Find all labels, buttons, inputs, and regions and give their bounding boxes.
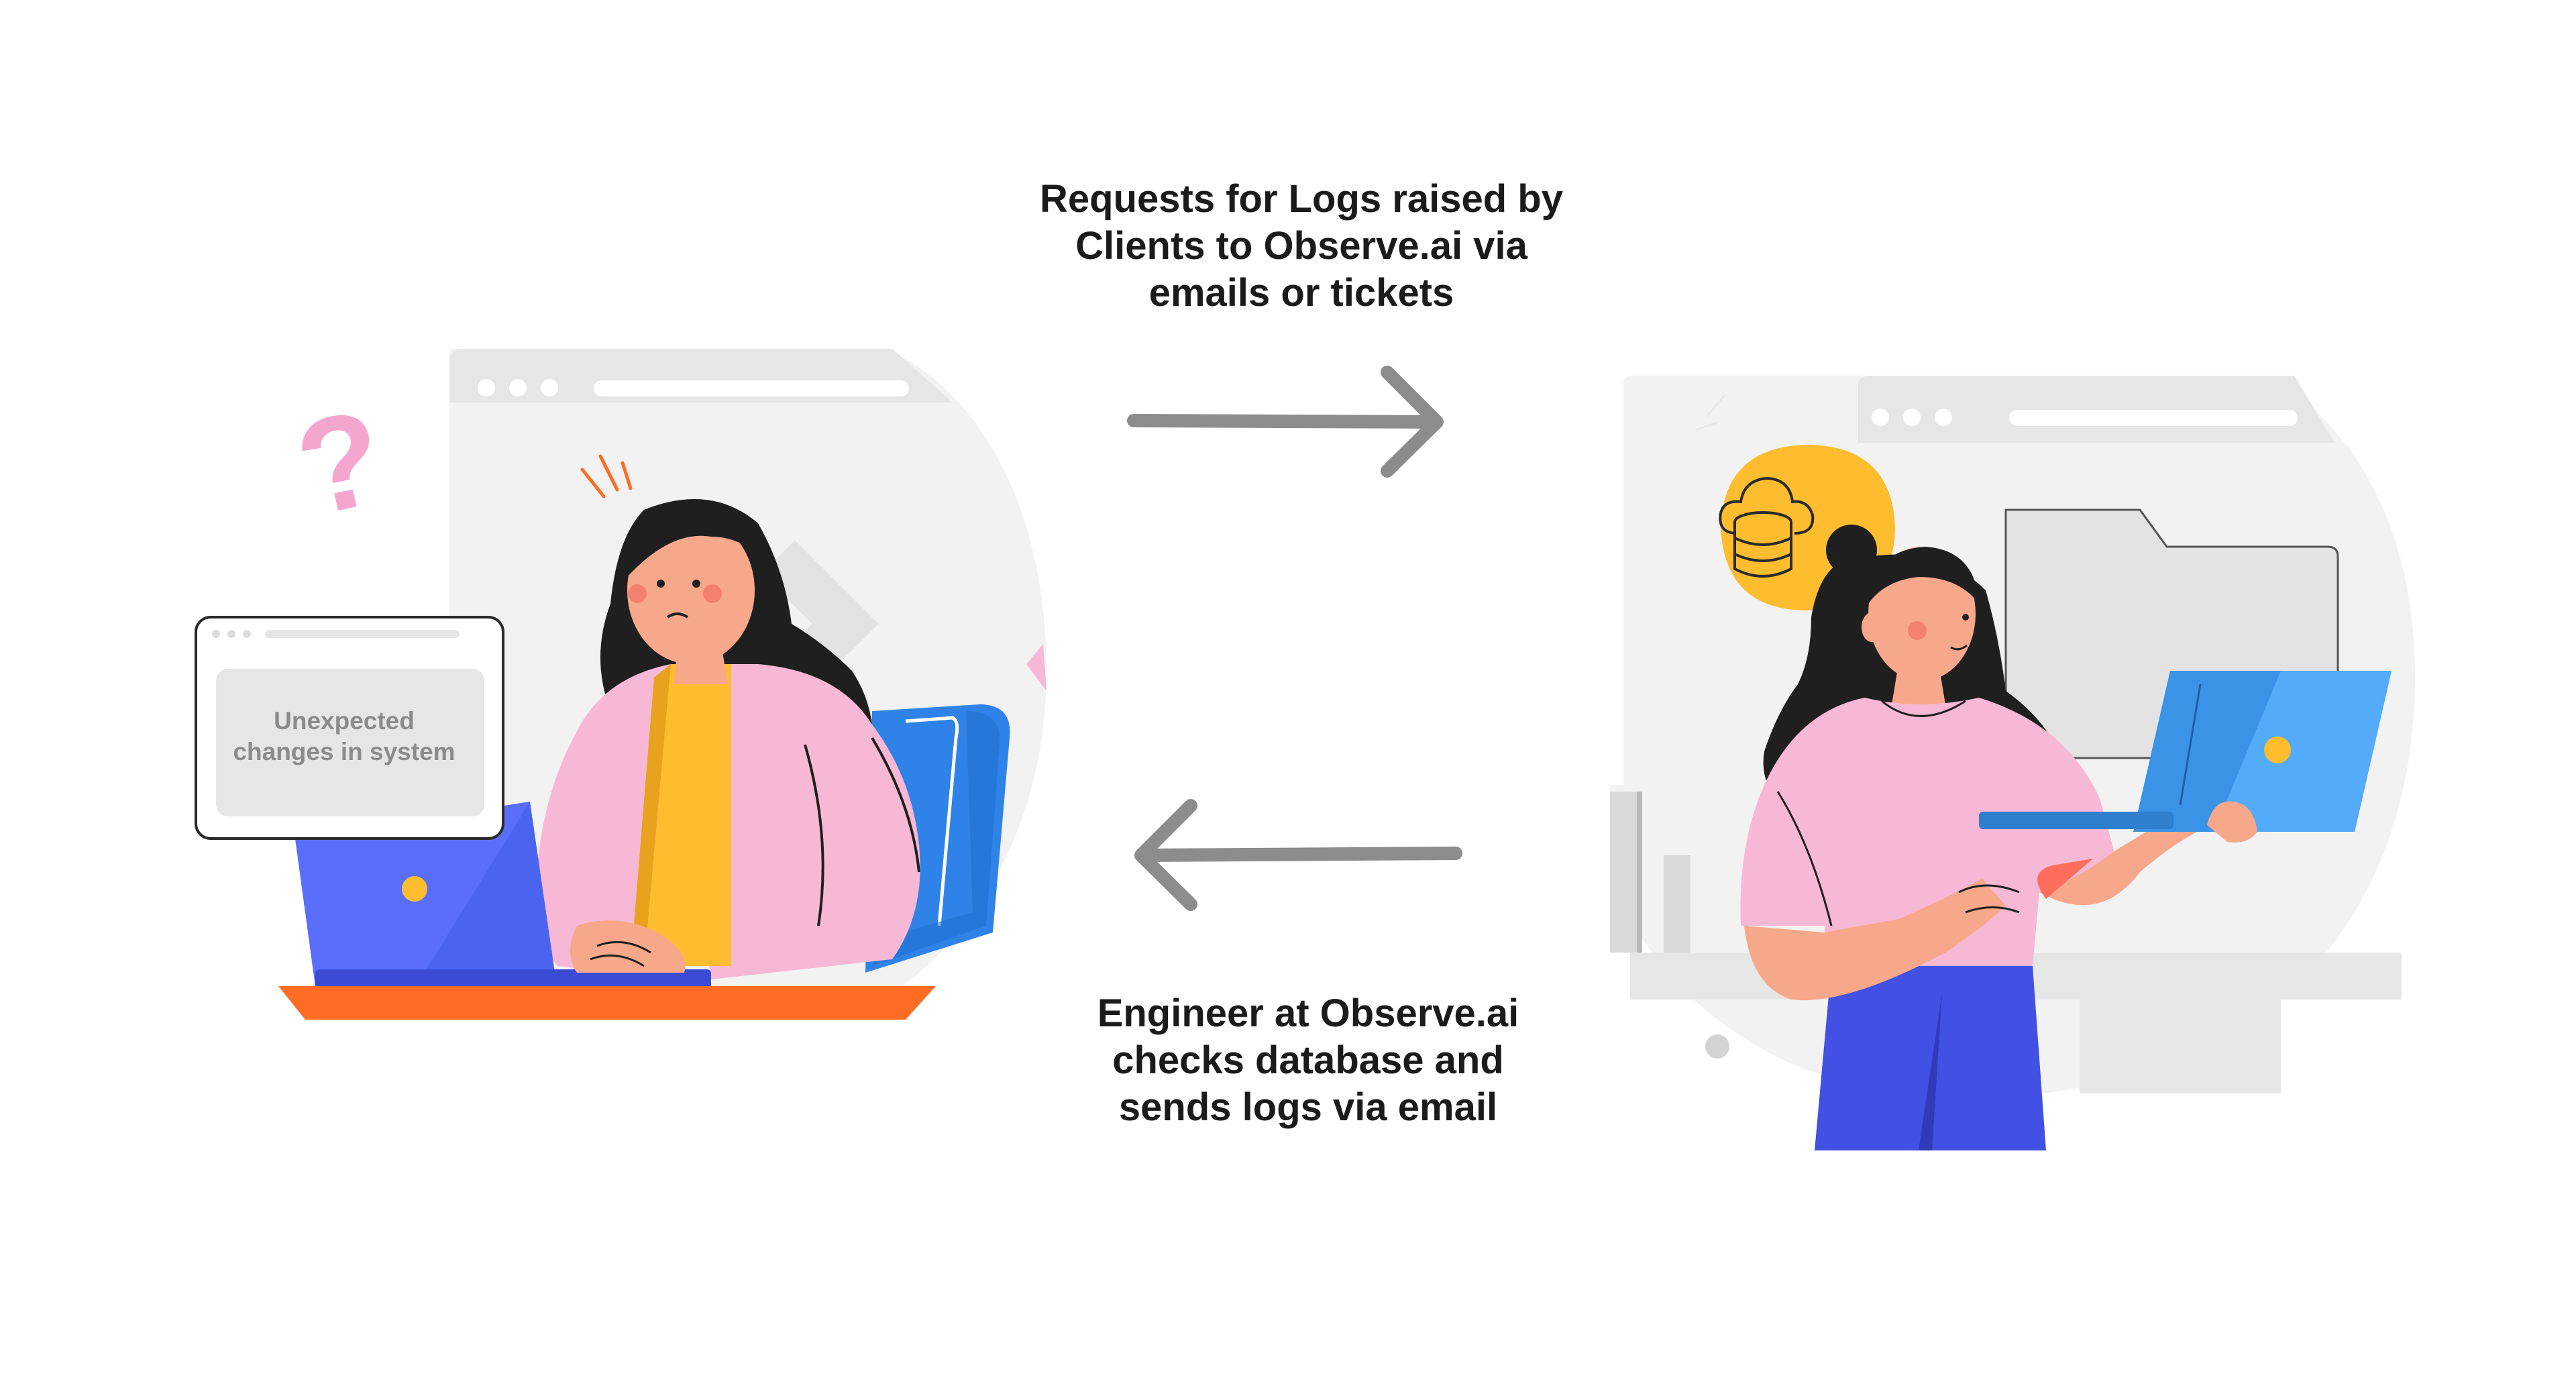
request-arrow xyxy=(1134,372,1437,471)
popup-message: Unexpected changes in system xyxy=(213,706,475,767)
response-caption: Engineer at Observe.ai checks database a… xyxy=(993,990,1623,1131)
response-arrow xyxy=(1141,806,1456,904)
request-caption: Requests for Logs raised by Clients to O… xyxy=(966,176,1637,317)
